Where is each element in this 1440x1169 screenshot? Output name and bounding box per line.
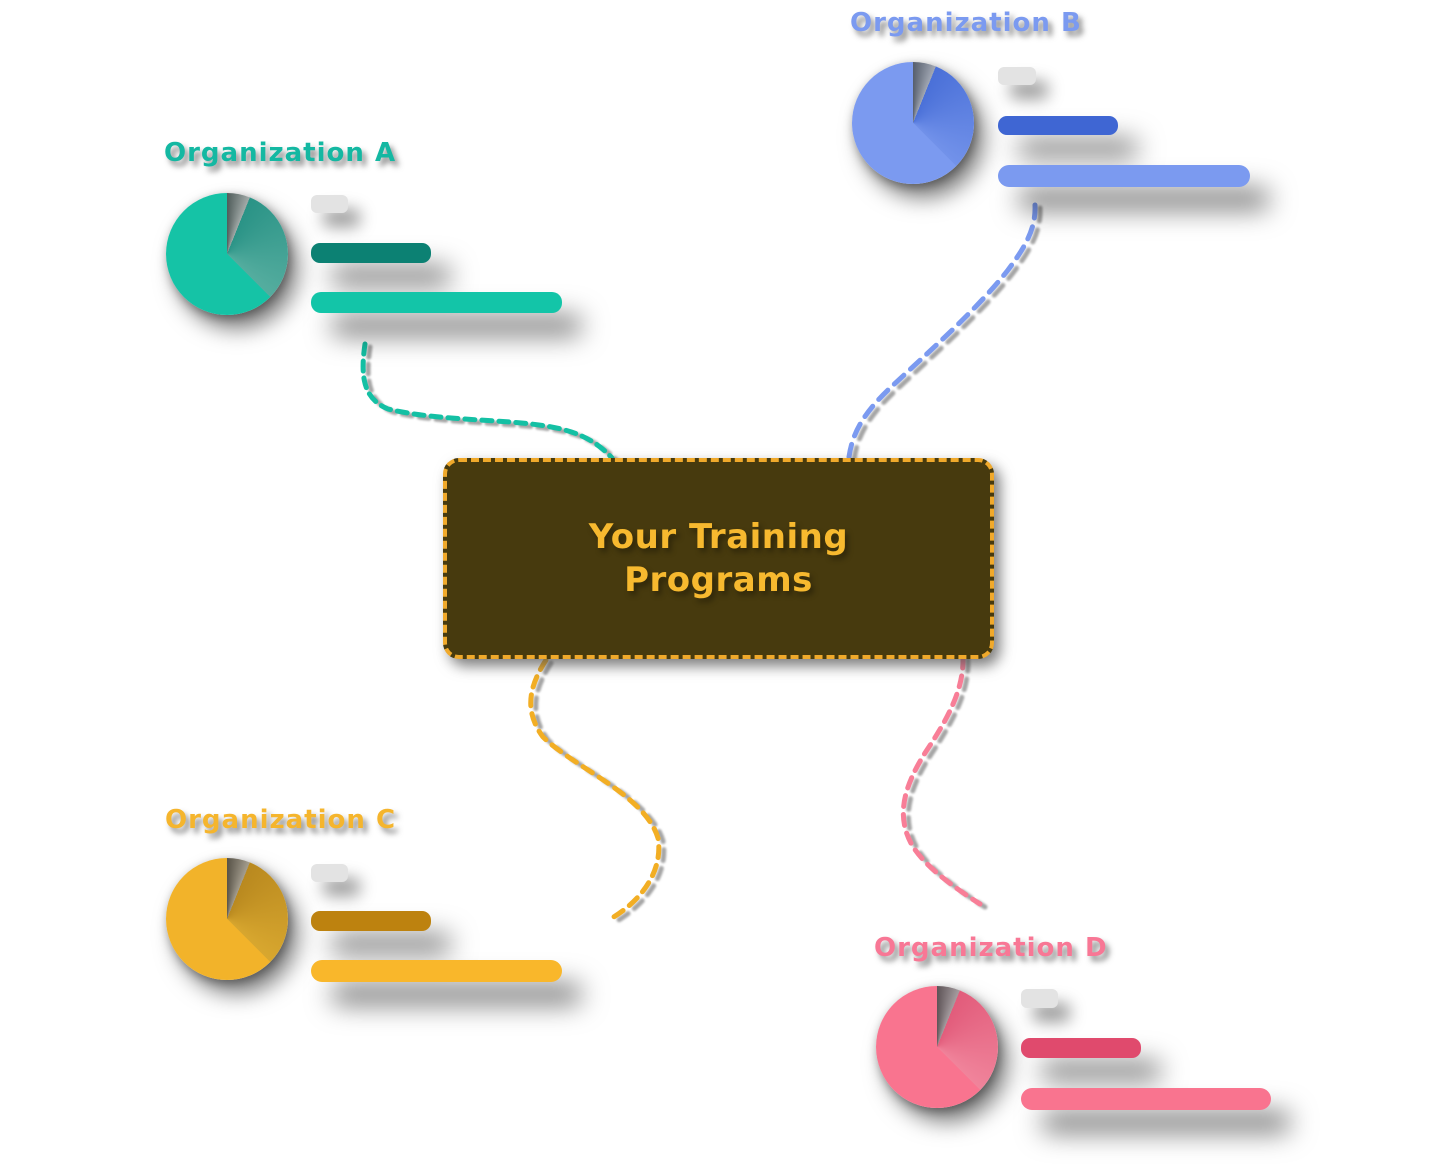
org-c-legend-chip: [311, 864, 348, 882]
connector-org-a-shadow: [368, 347, 617, 461]
connector-org-c-shadow: [536, 663, 664, 921]
org-b-title: Organization B: [850, 8, 1082, 38]
org-b-bar-medium: [998, 116, 1118, 135]
org-c-pie-chart: [166, 858, 288, 980]
connector-org-c-line: [531, 660, 659, 918]
org-d-bar-long: [1021, 1088, 1271, 1110]
org-c-bar-long: [311, 960, 562, 982]
training-programs-label: Your Training Programs: [589, 516, 848, 601]
connector-org-c: [531, 660, 664, 921]
org-a-bar-long: [311, 292, 562, 313]
org-a-legend-chip: [311, 195, 348, 213]
training-programs-label-line1: Your Training: [588, 517, 849, 557]
org-b-bar-long: [998, 165, 1250, 187]
training-programs-label-line2: Programs: [624, 559, 813, 600]
connector-org-b-line: [849, 205, 1035, 457]
org-c-bar-medium: [311, 911, 431, 931]
connector-org-d: [903, 657, 985, 907]
org-d-title: Organization D: [874, 933, 1108, 963]
connector-org-b-shadow: [854, 208, 1040, 460]
org-b-legend-chip: [998, 67, 1036, 85]
org-d-legend-chip: [1021, 989, 1058, 1008]
org-a-pie-chart: [166, 193, 288, 315]
connector-org-a-line: [363, 344, 612, 458]
connector-org-a: [363, 344, 617, 461]
training-programs-node: Your Training Programs: [443, 458, 994, 659]
connector-org-d-line: [903, 657, 980, 904]
org-a-title: Organization A: [164, 138, 397, 168]
org-a-bar-medium: [311, 243, 431, 263]
org-d-pie-chart: [876, 986, 998, 1108]
connector-org-b: [849, 205, 1040, 460]
connector-org-d-shadow: [908, 660, 985, 907]
org-b-pie-chart: [852, 62, 974, 184]
org-c-title: Organization C: [165, 805, 397, 835]
org-d-bar-medium: [1021, 1038, 1141, 1058]
